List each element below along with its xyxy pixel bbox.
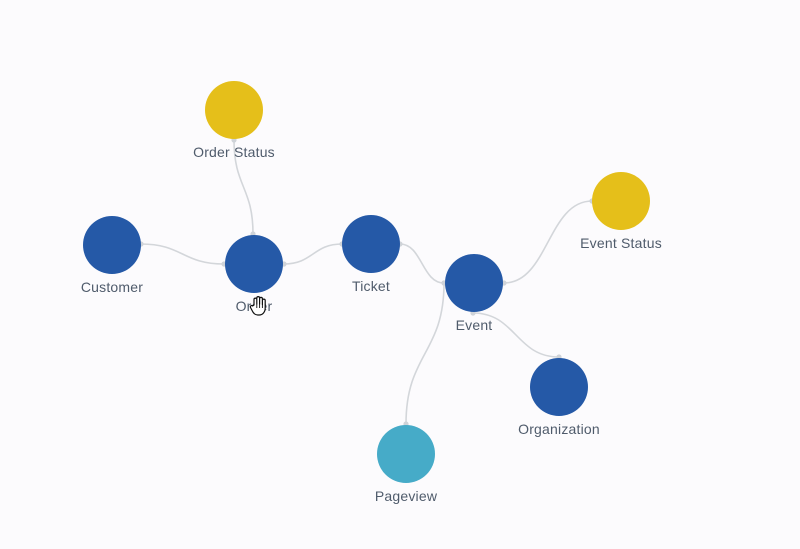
node-circle[interactable]: [377, 425, 435, 483]
node-circle[interactable]: [592, 172, 650, 230]
edge-order-ticket: [283, 243, 343, 265]
node-label: Customer: [81, 279, 143, 295]
node-circle[interactable]: [342, 215, 400, 273]
edge-pageview-event: [405, 282, 445, 425]
node-label: Order Status: [193, 144, 275, 160]
node-label: Event Status: [580, 235, 662, 251]
node-organization[interactable]: Organization: [518, 358, 600, 437]
node-label: Order: [236, 298, 273, 314]
node-event[interactable]: Event: [445, 254, 503, 333]
node-label: Ticket: [352, 278, 390, 294]
node-circle[interactable]: [530, 358, 588, 416]
edge-event-event_status: [503, 200, 593, 284]
node-circle[interactable]: [83, 216, 141, 274]
node-label: Organization: [518, 421, 600, 437]
node-circle[interactable]: [225, 235, 283, 293]
node-customer[interactable]: Customer: [81, 216, 143, 295]
node-label: Pageview: [375, 488, 438, 504]
node-event-status[interactable]: Event Status: [580, 172, 662, 251]
node-circle[interactable]: [205, 81, 263, 139]
node-ticket[interactable]: Ticket: [342, 215, 400, 294]
edges-layer: [138, 137, 595, 427]
node-label: Event: [456, 317, 493, 333]
edge-order_status-order: [233, 139, 254, 235]
edge-event-organization: [472, 312, 560, 358]
node-order[interactable]: Order: [225, 235, 283, 314]
node-order-status[interactable]: Order Status: [193, 81, 275, 160]
edge-customer-order: [140, 243, 225, 265]
edge-ticket-event: [399, 243, 445, 284]
node-circle[interactable]: [445, 254, 503, 312]
node-pageview[interactable]: Pageview: [375, 425, 438, 504]
